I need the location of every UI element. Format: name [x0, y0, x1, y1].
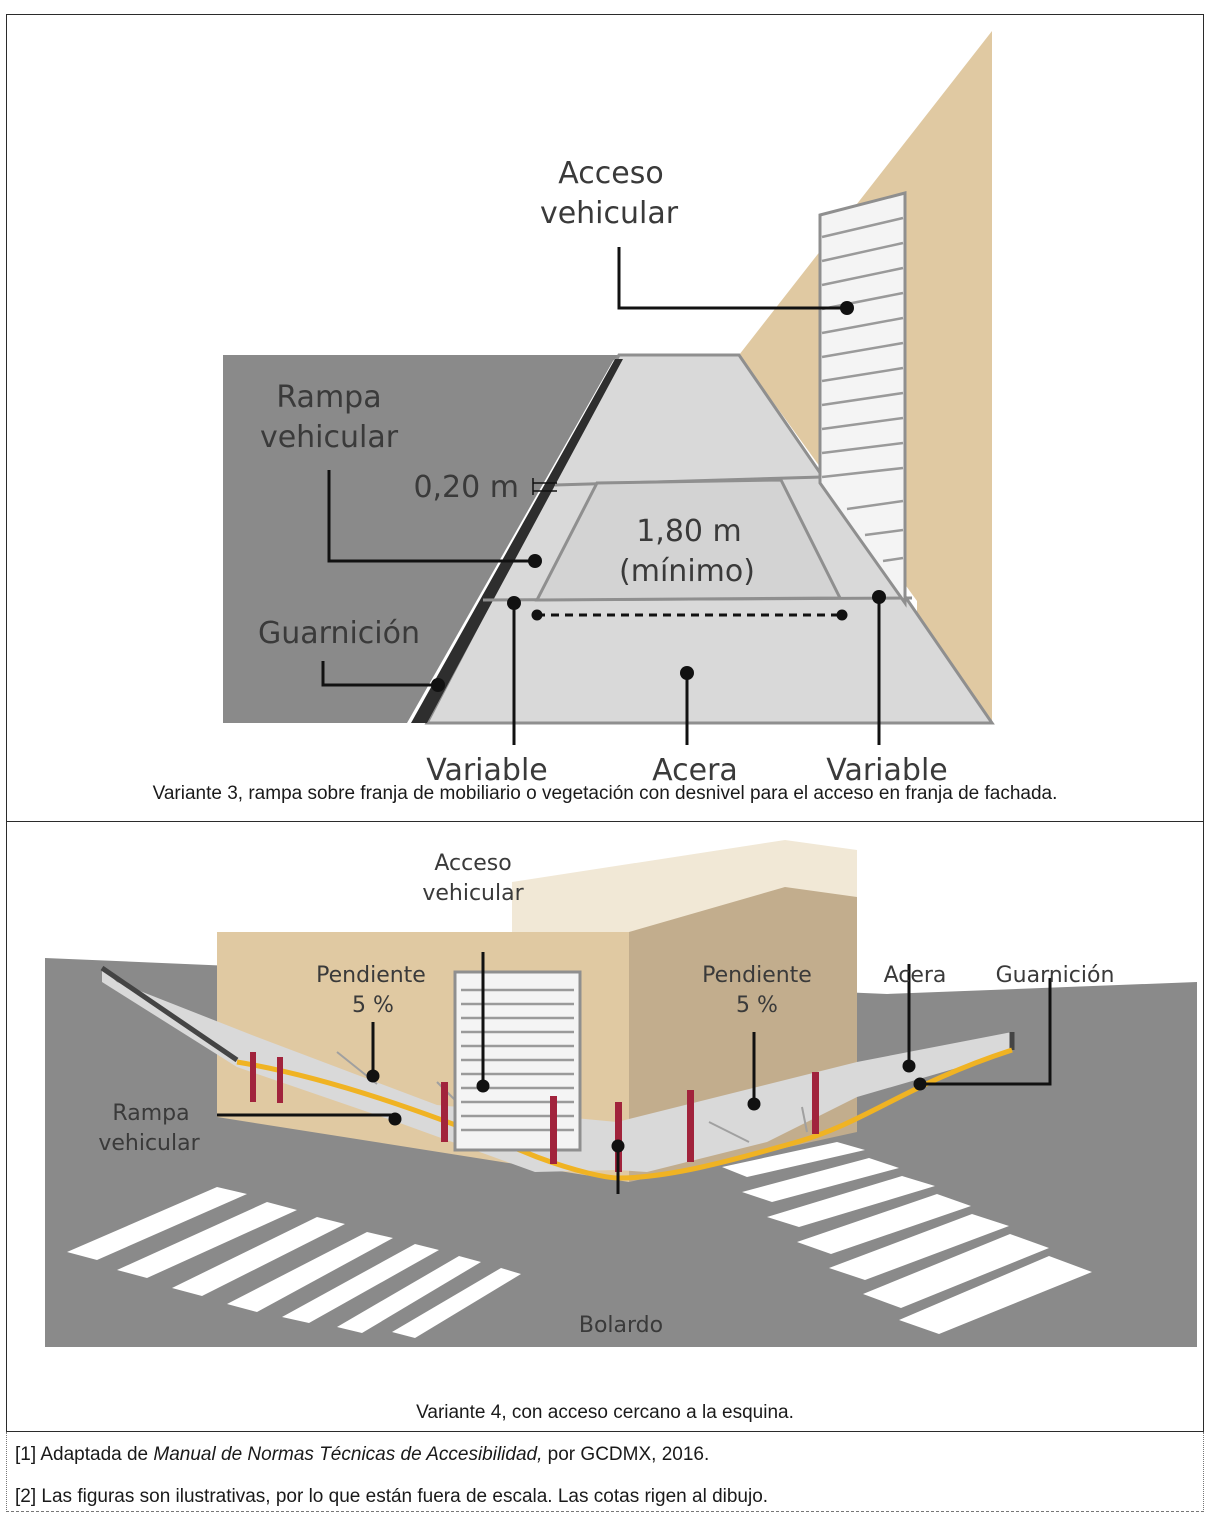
note1-title: Manual de Normas Técnicas de Accesibilid… [153, 1444, 543, 1465]
label-rampa: Rampa [276, 380, 381, 415]
label-rampa-vehicular: vehicular [98, 1131, 200, 1156]
label-rampa-vehicular: vehicular [260, 420, 399, 455]
leader-dots-fig2 [366, 1059, 927, 1153]
bollard [441, 1082, 448, 1142]
bollard [687, 1090, 694, 1162]
leader-dots-fig1 [431, 301, 886, 692]
label-vehicular: vehicular [540, 196, 679, 231]
bollard [615, 1102, 622, 1172]
garage-door-slats [821, 216, 904, 563]
label-acera: Acera [884, 963, 947, 988]
caption-variante-3: Variante 3, rampa sobre franja de mobili… [152, 783, 1058, 804]
figure-frame: Acceso vehicular Rampa vehicular 0,20 m … [6, 14, 1204, 1432]
label-vehicular: vehicular [422, 881, 524, 906]
label-variable-right: Variable [826, 753, 947, 788]
leaders-fig1 [321, 247, 881, 745]
label-pendiente-left: Pendiente [316, 963, 426, 988]
bollard [550, 1096, 557, 1164]
caption-variante-4: Variante 4, con acceso cercano a la esqu… [416, 1402, 794, 1423]
diagram-variante-3: Acceso vehicular Rampa vehicular 0,20 m … [223, 31, 995, 788]
note1-suffix: por GCDMX, 2016. [542, 1444, 710, 1465]
label-variable-left: Variable [426, 753, 547, 788]
label-dim-020: 0,20 m [413, 470, 519, 505]
note-scale: [2] Las figuras son ilustrativas, por lo… [15, 1486, 769, 1507]
figure-variante-4: Acceso vehicular Pendiente 5 % Pendiente… [7, 821, 1203, 1434]
bollard [812, 1072, 819, 1134]
label-acceso: Acceso [558, 156, 663, 191]
label-acera: Acera [652, 753, 738, 788]
label-minimo: (mínimo) [619, 554, 755, 589]
label-bolardo: Bolardo [579, 1313, 663, 1338]
bollard [277, 1057, 283, 1103]
ramp-trapezoid [534, 478, 843, 602]
note1-prefix: [1] Adaptada de [15, 1444, 154, 1465]
bollards [250, 1052, 819, 1172]
diagram-variante-4: Acceso vehicular Pendiente 5 % Pendiente… [45, 840, 1197, 1347]
label-dim-180: 1,80 m [636, 514, 742, 549]
curb [411, 359, 623, 723]
note-source: [1] Adaptada de Manual de Normas Técnica… [15, 1444, 709, 1466]
label-pct-right: 5 % [736, 993, 778, 1018]
label-guarnicion: Guarnición [258, 616, 420, 651]
label-pct-left: 5 % [352, 993, 394, 1018]
label-pendiente-right: Pendiente [702, 963, 812, 988]
crosswalk-left [67, 1187, 521, 1338]
road-area [223, 355, 619, 723]
curb-dark-left [100, 965, 239, 1063]
notes-section: [1] Adaptada de Manual de Normas Técnica… [6, 1432, 1204, 1512]
label-rampa: Rampa [112, 1101, 189, 1126]
label-guarnicion: Guarnición [996, 963, 1115, 988]
label-acceso: Acceso [434, 851, 511, 876]
bollard [250, 1052, 256, 1102]
crosswalk-right [722, 1142, 1092, 1334]
figure-variante-3: Acceso vehicular Rampa vehicular 0,20 m … [7, 15, 1203, 821]
